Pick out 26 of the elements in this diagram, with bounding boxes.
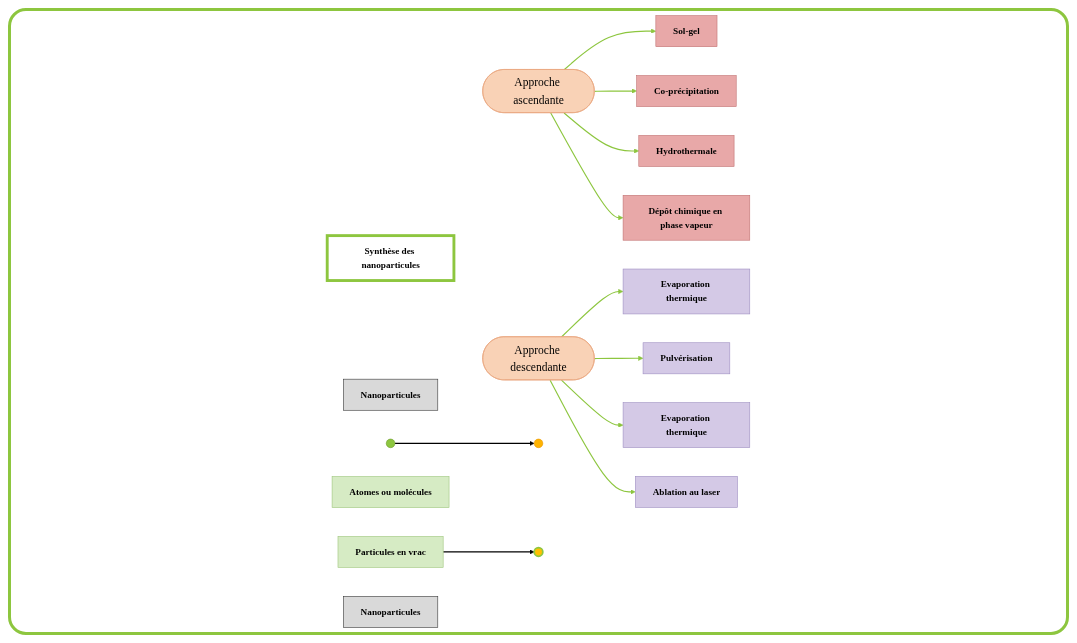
- arrow: [594, 355, 644, 361]
- node-box: Co-précipitation: [636, 75, 737, 107]
- node-circle: [533, 546, 544, 558]
- node-box: Pulvérisation: [642, 342, 731, 375]
- arrow: [563, 28, 657, 71]
- node-circle: [533, 438, 544, 448]
- arrow: [563, 112, 639, 154]
- arrow: [442, 549, 535, 555]
- node-box: Atomes ou molécules: [331, 476, 450, 508]
- arrow: [560, 288, 624, 338]
- node-box: Evaporation thermique: [622, 268, 751, 315]
- arrow: [394, 440, 535, 446]
- node-box: Synthèse des nanoparticules: [325, 234, 456, 282]
- arrow: [549, 379, 636, 495]
- node-circle: [385, 438, 396, 448]
- arrow: [594, 88, 637, 94]
- arrow: [560, 379, 624, 428]
- node-box: Sol-gel: [655, 15, 718, 47]
- node-box: Nanoparticules: [343, 378, 439, 411]
- node-box: Dépôt chimique en phase vapeur: [622, 195, 751, 241]
- node-box: Evaporation thermique: [622, 402, 751, 448]
- node-box: Ablation au laser: [635, 476, 738, 508]
- node-box: Nanoparticules: [343, 596, 439, 628]
- node-box: Particules en vrac: [337, 536, 444, 568]
- node-box: Hydrothermale: [638, 135, 735, 167]
- arrow: [550, 112, 624, 221]
